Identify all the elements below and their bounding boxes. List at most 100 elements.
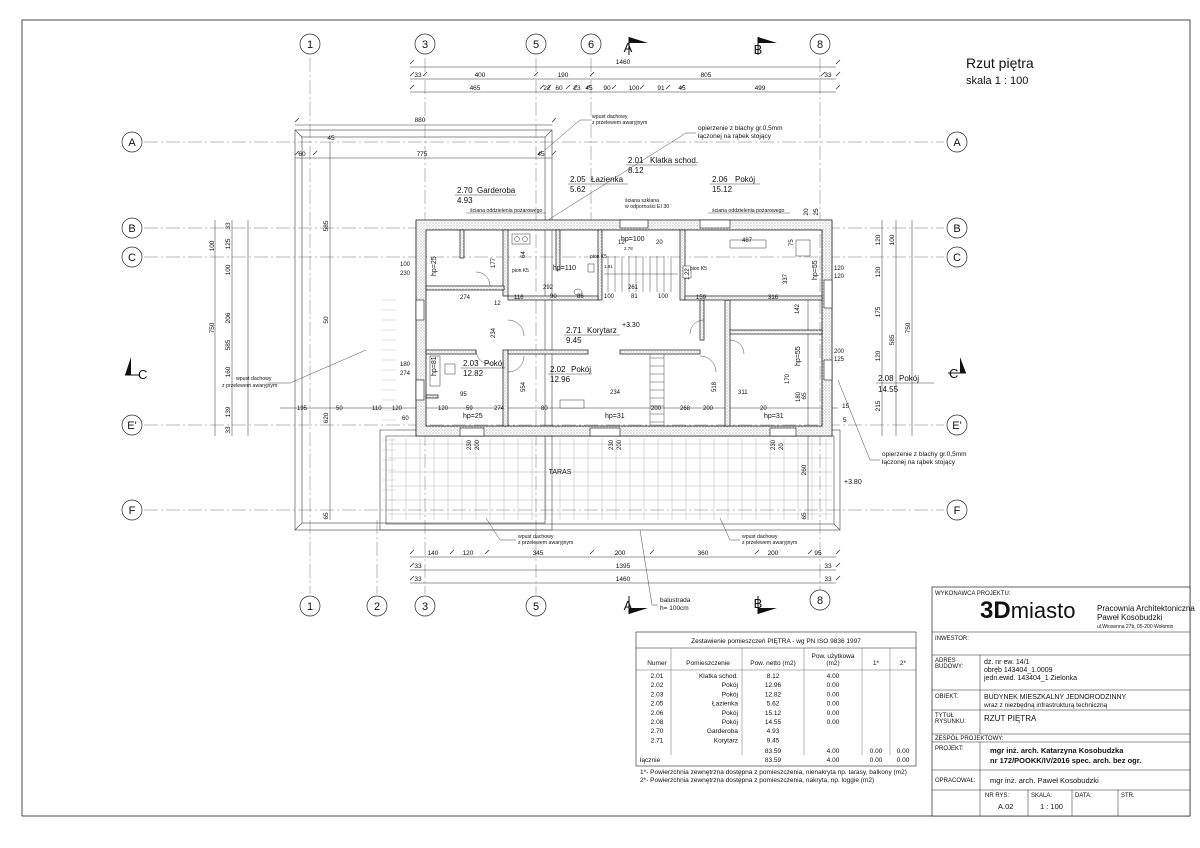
dim-top-total: 1460 — [616, 59, 631, 66]
svg-text:200: 200 — [651, 406, 662, 412]
svg-text:50: 50 — [336, 406, 343, 412]
dim-bottom-33d: 33 — [824, 576, 832, 583]
pion-labels: pion K5 pion K5 pion K5 — [512, 254, 707, 274]
dim-top-r2-2: 60 — [555, 85, 563, 92]
svg-text:F: F — [954, 505, 961, 517]
tb-skala: 1 : 100 — [1040, 802, 1063, 811]
tb-tytul-label-2: RYSUNKU: — [935, 719, 966, 725]
svg-text:80: 80 — [541, 406, 548, 412]
tb-adres-2: obręb 143404_1.0009 — [984, 667, 1053, 674]
svg-text:1: 1 — [307, 601, 313, 613]
dim-roof-775: 775 — [417, 151, 428, 158]
dim-right-15: 15 — [842, 403, 850, 410]
axis-bubble-8-top: 8 — [809, 33, 831, 55]
svg-text:hp=25: hp=25 — [431, 256, 438, 276]
note-balustrada: balustrada h= 100cm — [639, 529, 691, 612]
note-opierzenie-right: opierzenie z blachy gr.0,5mm łączonej na… — [837, 379, 967, 466]
schedule-row-cell-0: 2.02 — [651, 682, 664, 689]
svg-text:2.02: 2.02 — [550, 365, 566, 374]
svg-text:110: 110 — [372, 406, 382, 412]
svg-text:120: 120 — [392, 406, 403, 412]
axis-bubbles-bottom: 1 2 3 5 8 — [299, 589, 831, 617]
schedule-row-cell-2: 12.82 — [765, 691, 782, 698]
axis-bubble-8-bottom: 8 — [809, 589, 831, 611]
note-wpust-bottom-left: wpust dachowy z przelewem awaryjnym — [485, 517, 573, 546]
svg-text:180: 180 — [400, 362, 411, 368]
svg-text:Pokój: Pokój — [735, 175, 755, 184]
axis-bubble-1-bottom: 1 — [299, 595, 321, 617]
schedule-subtotal-row-cell-3: 4.00 — [827, 748, 840, 755]
svg-text:pion K5: pion K5 — [690, 266, 707, 272]
dim-top-r1-2: 190 — [558, 72, 569, 79]
svg-text:100: 100 — [658, 294, 669, 300]
svg-text:170: 170 — [785, 373, 791, 384]
svg-text:łączonej na rąbek stojący: łączonej na rąbek stojący — [882, 459, 956, 466]
svg-text:Korytarz: Korytarz — [587, 326, 617, 335]
axis-bubble-F-right: F — [946, 499, 968, 521]
svg-text:Pokój: Pokój — [571, 365, 591, 374]
level-380: +3.80 — [844, 479, 862, 486]
svg-text:5.62: 5.62 — [570, 185, 586, 194]
axis-bubble-2-bottom: 2 — [366, 595, 388, 617]
svg-text:z przelewem awaryjnym: z przelewem awaryjnym — [592, 120, 647, 126]
svg-text:316: 316 — [768, 295, 779, 301]
svg-text:159: 159 — [696, 295, 707, 301]
dim-top-r2-3: 23 — [573, 85, 581, 92]
title-block: WYKONAWCA PROJEKTU: 3Dmiasto Pracownia A… — [931, 586, 1195, 817]
svg-text:2.08: 2.08 — [878, 374, 894, 383]
tb-zespol-label: ZESPÓŁ PROJEKTOWY: — [935, 735, 1004, 742]
svg-text:hp=55: hp=55 — [795, 346, 802, 366]
svg-text:8.12: 8.12 — [628, 166, 644, 175]
schedule-row-cell-3: 0.00 — [827, 710, 840, 717]
tb-nr-rys-label: NR RYS: — [985, 793, 1010, 799]
note-sciana-szklana: ściana szklana w odporności EI 30 — [625, 198, 669, 210]
svg-text:274: 274 — [494, 406, 505, 412]
svg-text:C: C — [138, 367, 147, 382]
svg-text:487: 487 — [742, 238, 753, 244]
svg-text:hp=81: hp=81 — [431, 356, 438, 376]
dim-left-585: 585 — [225, 339, 232, 350]
schedule-header-0: Numer — [647, 660, 667, 667]
svg-text:81: 81 — [631, 294, 638, 300]
svg-text:554: 554 — [521, 381, 527, 392]
schedule-row-cell-3: 0.00 — [827, 682, 840, 689]
dim-top-r2-5: 90 — [603, 85, 611, 92]
svg-text:274: 274 — [400, 371, 411, 377]
schedule-row-cell-1: Pokój — [722, 691, 738, 698]
schedule-row-cell-1: Pokój — [722, 710, 738, 717]
svg-text:wpust dachowy: wpust dachowy — [236, 376, 272, 382]
tb-logo: 3Dmiasto — [980, 597, 1075, 624]
svg-text:2: 2 — [374, 601, 380, 613]
svg-text:A: A — [624, 598, 633, 613]
svg-text:hp=110: hp=110 — [553, 265, 576, 272]
svg-text:8: 8 — [817, 39, 823, 51]
dim-top-r1-4: 33 — [824, 72, 832, 79]
schedule-row-cell-2: 5.62 — [767, 701, 780, 708]
svg-text:B: B — [754, 42, 763, 57]
tb-opracowal-label: OPRACOWAŁ: — [935, 778, 976, 784]
dim-left-33a: 33 — [225, 222, 232, 230]
section-markers: A B A B C C — [125, 37, 966, 614]
section-A-top: A — [624, 37, 648, 55]
svg-text:86: 86 — [577, 294, 584, 300]
tb-tytul-label-1: TYTUŁ — [935, 713, 955, 719]
dim-top-r1-1: 400 — [475, 72, 486, 79]
dim-right-25: 25 — [813, 208, 820, 216]
schedule-row-cell-1: Łazienka — [712, 701, 738, 708]
axis-bubble-3-bottom: 3 — [414, 595, 436, 617]
svg-text:E': E' — [127, 420, 136, 432]
svg-text:A: A — [128, 137, 136, 149]
svg-text:116: 116 — [514, 295, 524, 301]
tb-address: ul.Wiosenna 27b, 05-200 Wołomin — [1097, 624, 1174, 630]
svg-text:1.22: 1.22 — [685, 268, 691, 280]
tb-tytul: RZUT PIĘTRA — [984, 714, 1037, 723]
svg-text:4.93: 4.93 — [457, 196, 473, 205]
level-330: +3.30 — [622, 322, 640, 329]
svg-text:15.12: 15.12 — [712, 185, 733, 194]
schedule-row-cell-0: 2.05 — [651, 701, 664, 708]
dim-right-120c: 120 — [875, 350, 882, 361]
dim-right-65a: 65 — [801, 392, 808, 400]
axis-bubble-C-left: C — [121, 246, 143, 268]
